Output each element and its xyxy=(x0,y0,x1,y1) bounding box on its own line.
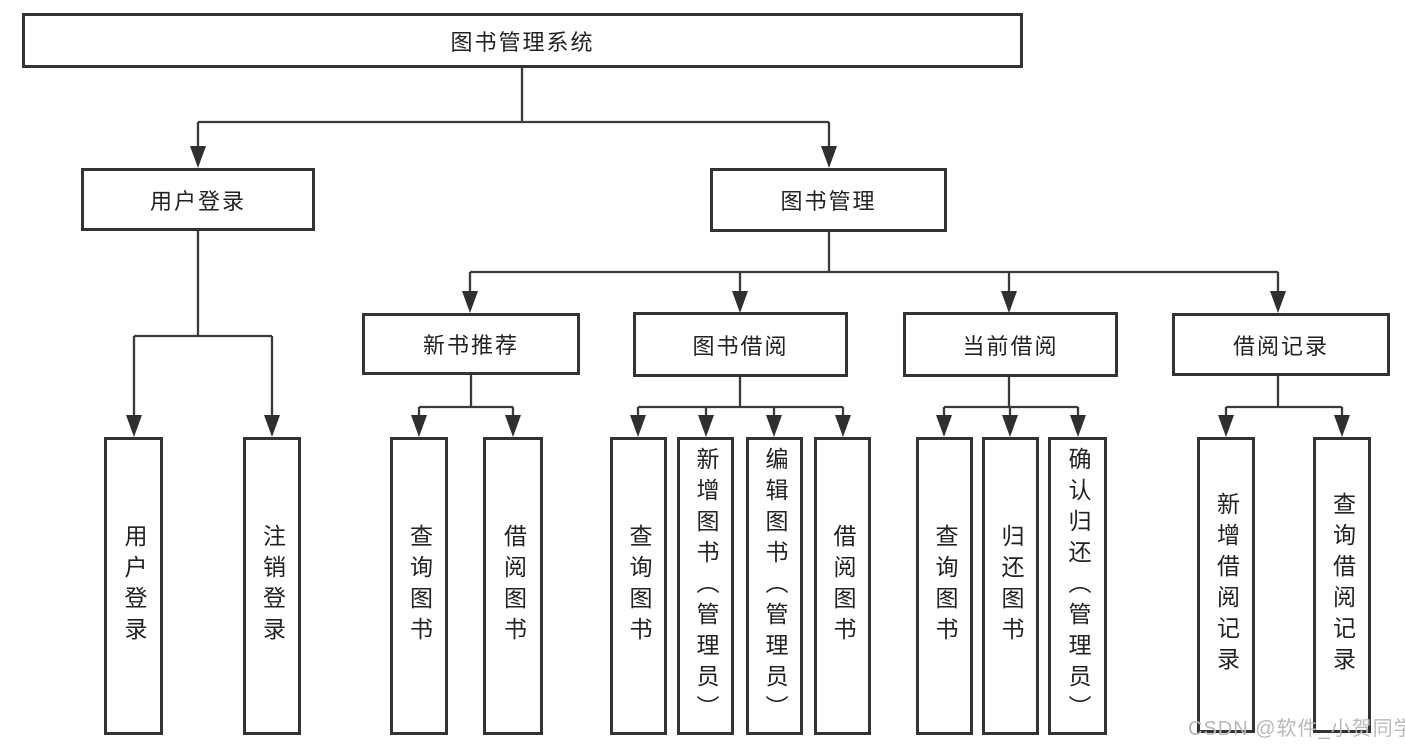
leaf-logout: 注销登录 xyxy=(243,437,301,735)
node-user-login-label: 用户登录 xyxy=(149,188,246,214)
leaf-user-login: 用户登录 xyxy=(104,437,163,735)
leaf-query-borrow-record: 查询借阅记录 xyxy=(1313,437,1371,733)
leaf-edit-books-admin: 编辑图书（管理员） xyxy=(746,437,803,735)
node-book-management: 图书管理 xyxy=(710,168,947,232)
leaf-add-books-admin: 新增图书（管理员） xyxy=(677,437,734,735)
leaf-borrow-books-1-label: 借阅图书 xyxy=(500,524,527,648)
node-root: 图书管理系统 xyxy=(22,13,1023,68)
node-borrow-records: 借阅记录 xyxy=(1172,313,1390,376)
node-user-login: 用户登录 xyxy=(81,168,315,231)
leaf-query-books-2: 查询图书 xyxy=(610,437,667,735)
csdn-watermark: CSDN @软件_小贺同学 xyxy=(1188,718,1405,740)
node-borrow-records-label: 借阅记录 xyxy=(1232,333,1329,359)
leaf-borrow-books-2-label: 借阅图书 xyxy=(830,524,856,648)
leaf-borrow-books-2: 借阅图书 xyxy=(814,437,871,735)
leaf-user-login-label: 用户登录 xyxy=(121,524,147,648)
leaf-add-books-admin-label: 新增图书（管理员） xyxy=(693,446,719,726)
node-book-management-label: 图书管理 xyxy=(780,189,877,214)
node-current-borrow-label: 当前借阅 xyxy=(962,333,1059,359)
leaf-query-books-3: 查询图书 xyxy=(916,437,973,735)
leaf-return-books: 归还图书 xyxy=(982,437,1039,735)
leaf-query-books-2-label: 查询图书 xyxy=(626,524,652,648)
node-new-book-recommend: 新书推荐 xyxy=(362,313,580,375)
leaf-query-books-3-label: 查询图书 xyxy=(932,524,958,648)
leaf-confirm-return-admin-label: 确认归还（管理员） xyxy=(1065,446,1091,726)
node-book-borrow: 图书借阅 xyxy=(633,312,848,377)
leaf-logout-label: 注销登录 xyxy=(259,524,286,648)
leaf-edit-books-admin-label: 编辑图书（管理员） xyxy=(762,446,788,726)
leaf-query-books-1: 查询图书 xyxy=(390,437,448,735)
leaf-borrow-books-1: 借阅图书 xyxy=(483,437,543,735)
leaf-add-borrow-record-label: 新增借阅记录 xyxy=(1213,492,1240,678)
node-root-label: 图书管理系统 xyxy=(450,29,595,55)
node-book-borrow-label: 图书借阅 xyxy=(692,333,789,359)
leaf-confirm-return-admin: 确认归还（管理员） xyxy=(1048,437,1107,735)
leaf-query-books-1-label: 查询图书 xyxy=(406,524,433,648)
leaf-return-books-label: 归还图书 xyxy=(998,524,1024,648)
leaf-add-borrow-record: 新增借阅记录 xyxy=(1197,437,1255,733)
leaf-query-borrow-record-label: 查询借阅记录 xyxy=(1329,492,1356,678)
node-current-borrow: 当前借阅 xyxy=(903,312,1118,377)
node-new-book-recommend-label: 新书推荐 xyxy=(422,333,519,358)
